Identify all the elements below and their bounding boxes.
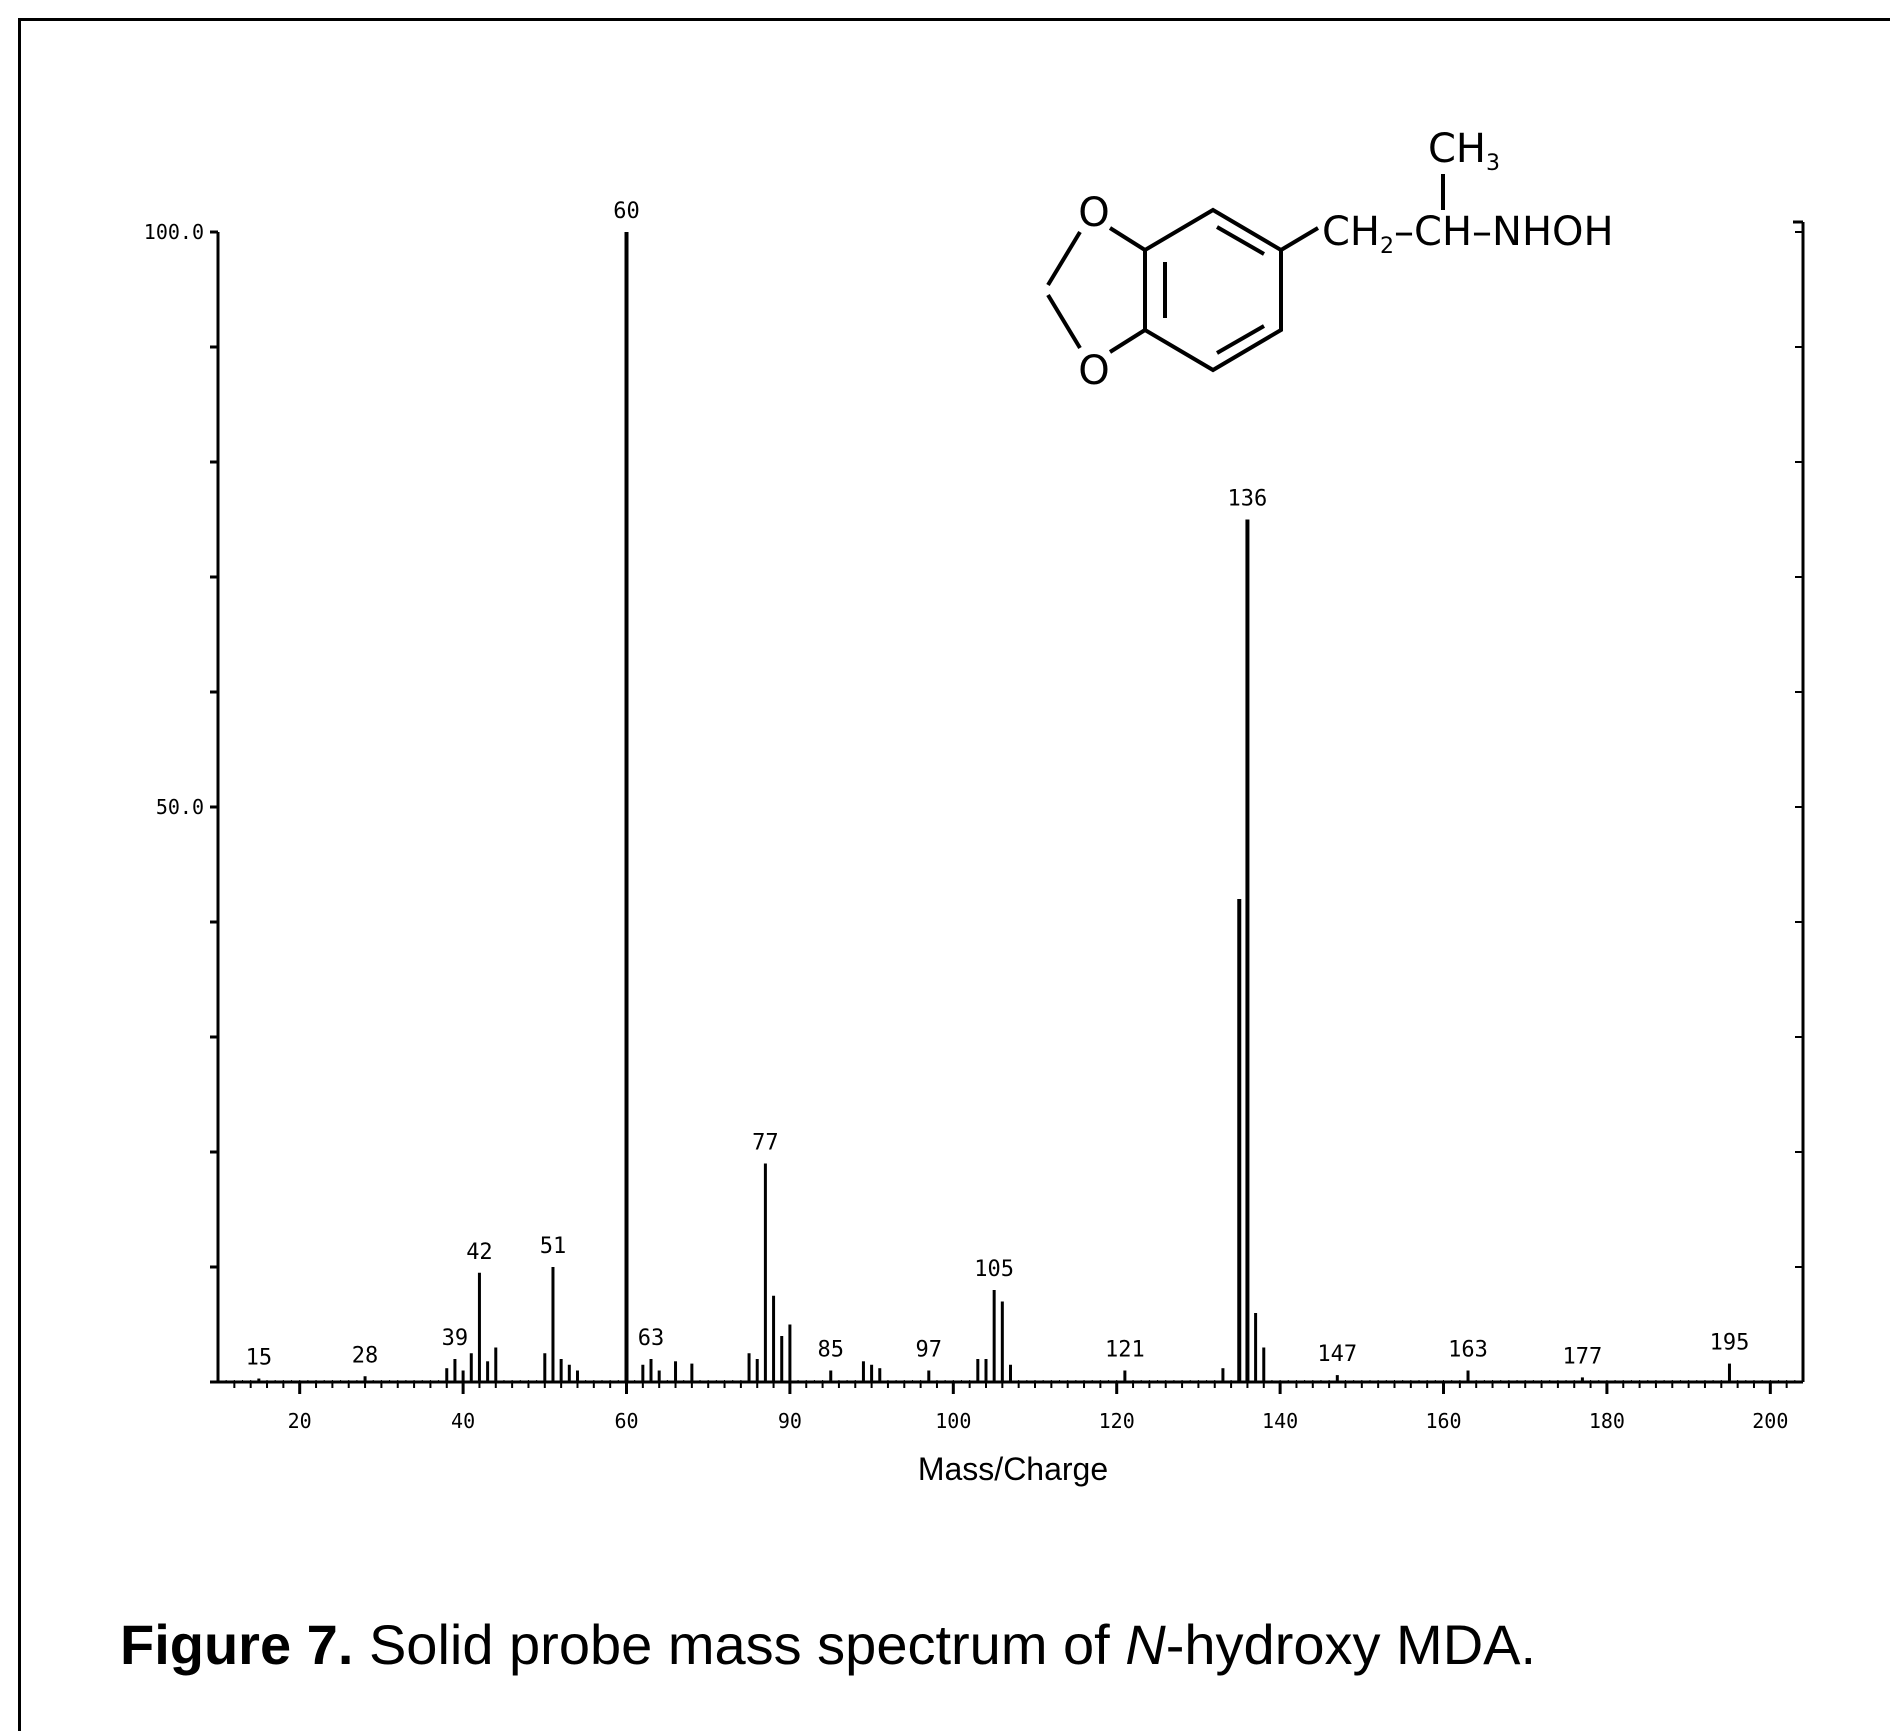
bond-ring-o-top bbox=[1108, 226, 1147, 252]
x-tick-label: 120 bbox=[1099, 1409, 1135, 1433]
peak-label-121: 121 bbox=[1105, 1338, 1145, 1363]
x-axis-title: Mass/Charge bbox=[918, 1451, 1108, 1487]
x-tick-label: 160 bbox=[1425, 1409, 1461, 1433]
chart-axes bbox=[216, 220, 1805, 1384]
oxygen-top-label: O bbox=[1078, 190, 1109, 236]
peak-label-105: 105 bbox=[974, 1257, 1014, 1282]
peak-label-136: 136 bbox=[1228, 487, 1268, 512]
oxygen-bottom-label: O bbox=[1078, 348, 1109, 394]
peak-label-195: 195 bbox=[1710, 1331, 1750, 1356]
peak-labels: 15 28 39 42 51 60 63 77 85 97 105 121 136 147 163 177 19… bbox=[246, 199, 1750, 1371]
x-tick-label: 100 bbox=[935, 1409, 971, 1433]
caption-text: Solid probe mass spectrum of bbox=[368, 1613, 1110, 1676]
y-minor-ticks bbox=[210, 230, 1803, 1384]
peak-label-42: 42 bbox=[466, 1240, 493, 1265]
caption-italic: N bbox=[1125, 1613, 1166, 1676]
x-tick-label: 60 bbox=[614, 1409, 638, 1433]
x-tick-label: 140 bbox=[1262, 1409, 1298, 1433]
x-tick-label: 40 bbox=[451, 1409, 475, 1433]
caption-label: Figure 7. bbox=[120, 1613, 354, 1676]
peak-label-15: 15 bbox=[246, 1346, 273, 1371]
x-tick-label: 20 bbox=[288, 1409, 312, 1433]
bond-ring-o-bottom bbox=[1108, 328, 1147, 354]
peak-label-60: 60 bbox=[613, 199, 640, 224]
spectrum-peaks bbox=[225, 232, 1796, 1382]
x-ticks: 20 40 60 90 100 120 140 160 180 200 bbox=[233, 1382, 1788, 1433]
peak-label-177: 177 bbox=[1563, 1344, 1603, 1369]
methyl-group-label: CH3 bbox=[1428, 126, 1500, 176]
peak-label-28: 28 bbox=[352, 1343, 379, 1368]
bond-o-ch2-bottom bbox=[1046, 293, 1082, 350]
ring-inner-bond-3 bbox=[1216, 324, 1265, 355]
peak-label-147: 147 bbox=[1317, 1342, 1357, 1367]
y-tick-labels: 100.0 50.0 bbox=[144, 220, 204, 819]
y-tick-label: 100.0 bbox=[144, 220, 204, 244]
peak-label-51: 51 bbox=[540, 1234, 567, 1259]
peak-label-63: 63 bbox=[638, 1326, 665, 1351]
x-tick-label: 200 bbox=[1752, 1409, 1788, 1433]
bond-ring-chain bbox=[1279, 226, 1320, 252]
peak-label-85: 85 bbox=[818, 1338, 845, 1363]
y-tick-label: 50.0 bbox=[156, 795, 204, 819]
side-chain-label: CH2–CH–NHOH bbox=[1322, 209, 1614, 259]
peak-label-77: 77 bbox=[752, 1131, 779, 1156]
ring-inner-bond-2 bbox=[1216, 225, 1265, 256]
peak-label-163: 163 bbox=[1448, 1338, 1488, 1363]
figure-frame bbox=[18, 18, 1890, 1731]
chemical-structure bbox=[1046, 174, 1445, 373]
caption-text-end: -hydroxy MDA. bbox=[1165, 1613, 1537, 1676]
peak-label-97: 97 bbox=[916, 1338, 943, 1363]
x-tick-label: 90 bbox=[778, 1409, 802, 1433]
figure-caption: Figure 7. Solid probe mass spectrum of N… bbox=[120, 1612, 1536, 1677]
bond-o-ch2-top bbox=[1046, 230, 1082, 287]
x-tick-label: 180 bbox=[1589, 1409, 1625, 1433]
peak-label-39: 39 bbox=[442, 1326, 469, 1351]
